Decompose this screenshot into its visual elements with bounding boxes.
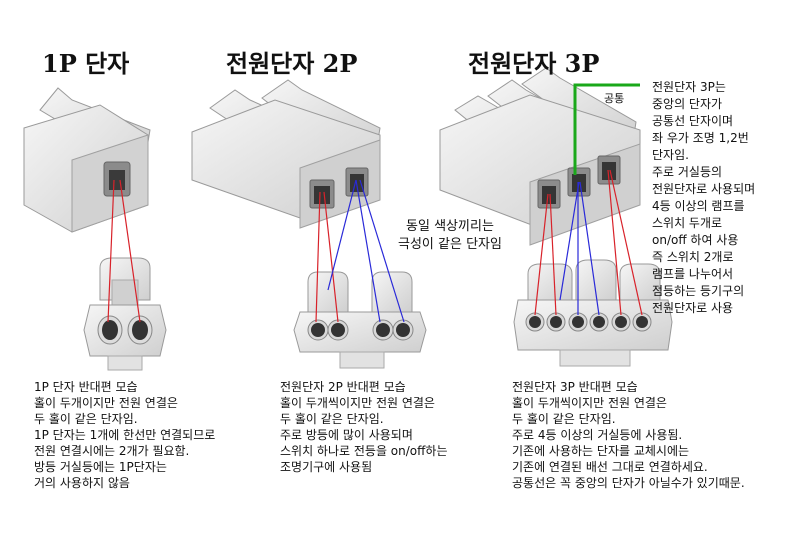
description-1p: 1P 단자 반대편 모습 홀이 두개이지만 전원 연결은 두 홀이 같은 단자임… — [34, 380, 216, 490]
connector-1p-top — [23, 87, 151, 233]
wire-1p-left — [107, 179, 115, 323]
title-2p: 전원단자 2P — [226, 49, 358, 78]
title-3p: 전원단자 3P — [468, 49, 600, 78]
connector-3p-top — [439, 67, 641, 246]
wire-2p-blue-3 — [327, 179, 357, 291]
description-3p: 전원단자 3P 반대편 모습 홀이 두개씩이지만 전원 연결은 두 홀이 같은 … — [512, 380, 745, 490]
wire-3p-red-2 — [549, 193, 557, 316]
common-label: 공통 — [604, 92, 625, 105]
wire-3p-red-1 — [534, 193, 549, 316]
wire-3p-blue-3 — [559, 181, 580, 301]
connector-2p-bottom — [293, 271, 427, 369]
wire-3p-red-4 — [609, 169, 643, 316]
wires-1p — [107, 179, 141, 323]
title-1p: 1P 단자 — [42, 49, 130, 78]
same-color-callout: 동일 색상끼리는 극성이 같은 단자임 — [398, 219, 502, 252]
side-note-3p: 전원단자 3P는 중앙의 단자가 공통선 단자이며 좌 우가 조명 1,2번 단… — [652, 80, 756, 315]
connector-3p-bottom — [513, 259, 673, 367]
wire-2p-red-2 — [323, 191, 339, 323]
common-pointer — [573, 83, 640, 175]
description-2p: 전원단자 2P 반대편 모습 홀이 두개씩이지만 전원 연결은 두 홀이 같은 … — [280, 380, 448, 474]
wire-2p-blue-1 — [355, 179, 381, 323]
connector-1p-bottom — [83, 257, 167, 371]
connector-2p-top — [191, 79, 381, 229]
wires-2p — [315, 179, 405, 323]
wire-3p-blue-2 — [579, 181, 600, 316]
wire-2p-blue-2 — [359, 179, 405, 323]
wires-3p — [534, 169, 643, 316]
wire-1p-right — [119, 179, 141, 323]
wire-3p-red-3 — [607, 169, 622, 316]
wire-2p-red-1 — [315, 191, 321, 323]
